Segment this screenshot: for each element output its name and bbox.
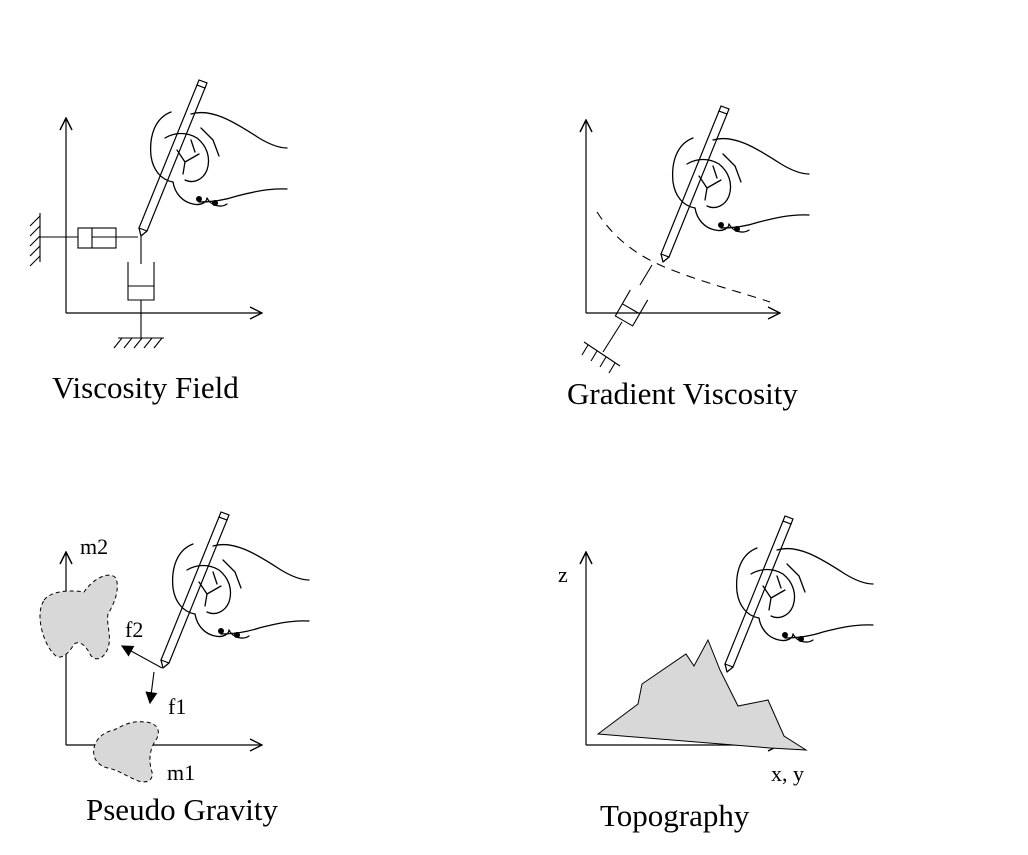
label-f1: f1	[168, 694, 186, 719]
panel-viscosity-field: Viscosity Field	[29, 79, 288, 405]
panel-topography: z x, y Topography	[558, 515, 874, 833]
label-m2: m2	[80, 534, 108, 559]
damper-icon	[40, 227, 138, 249]
caption-gradient-viscosity: Gradient Viscosity	[567, 376, 798, 411]
label-m1: m1	[167, 760, 195, 785]
ground-hatch-icon	[113, 337, 164, 349]
arrow-icon	[120, 645, 163, 669]
caption-pseudo-gravity: Pseudo Gravity	[86, 792, 279, 827]
label-z: z	[558, 562, 568, 587]
mass-blob-icon	[93, 721, 159, 783]
panel-pseudo-gravity: m2 f2 f1 m1 Pseudo Gravity	[39, 511, 310, 827]
gradient-curve	[596, 211, 771, 303]
panel-gradient-viscosity: Gradient Viscosity	[567, 105, 810, 411]
hand-with-pen-icon	[660, 105, 810, 263]
terrain-surface	[596, 638, 808, 751]
label-xy: x, y	[771, 761, 804, 786]
damper-icon	[127, 236, 155, 338]
damper-icon	[602, 264, 653, 353]
hand-with-pen-icon	[724, 515, 874, 673]
label-f2: f2	[125, 617, 143, 642]
ground-hatch-icon	[581, 341, 621, 374]
caption-viscosity-field: Viscosity Field	[52, 370, 239, 405]
hand-with-pen-icon	[160, 511, 310, 669]
hand-with-pen-icon	[138, 79, 288, 237]
mass-blob-icon	[39, 574, 118, 660]
ground-hatch-icon	[29, 213, 41, 267]
arrow-icon	[145, 671, 158, 705]
caption-topography: Topography	[600, 798, 750, 833]
